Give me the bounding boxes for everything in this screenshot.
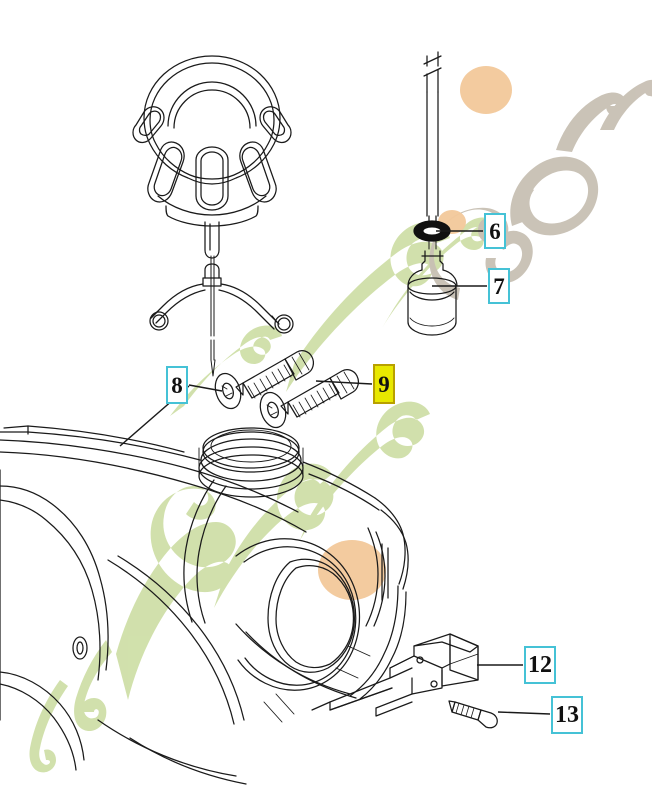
part-screw-lower <box>280 369 359 418</box>
leader-13 <box>497 711 551 715</box>
part-fuel-line <box>423 51 442 225</box>
part-fuel-cap <box>132 55 292 259</box>
leader-9 <box>315 380 373 385</box>
leader-8 <box>188 384 223 392</box>
callout-8[interactable]: 8 <box>166 366 188 404</box>
part-tank-filler-neck <box>198 427 304 498</box>
part-fuel-line-grommet <box>413 220 451 250</box>
part-screw-upper <box>235 350 314 399</box>
part-cap-tether-rod <box>210 255 216 377</box>
callout-13[interactable]: 13 <box>551 696 583 734</box>
callout-6[interactable]: 6 <box>484 213 506 249</box>
part-washer-lower <box>259 391 287 429</box>
part-bracket-screw <box>448 700 498 729</box>
watermark-accent-dot <box>318 66 512 600</box>
part-tether-anchor <box>149 263 294 334</box>
part-washer-upper <box>214 372 242 410</box>
watermark-script-green <box>29 217 494 773</box>
part-fuel-tank-housing <box>0 425 409 785</box>
callout-7[interactable]: 7 <box>488 268 510 304</box>
part-tank-bracket <box>311 633 479 717</box>
callout-9[interactable]: 9 <box>373 364 395 404</box>
callout-12[interactable]: 12 <box>524 646 556 684</box>
